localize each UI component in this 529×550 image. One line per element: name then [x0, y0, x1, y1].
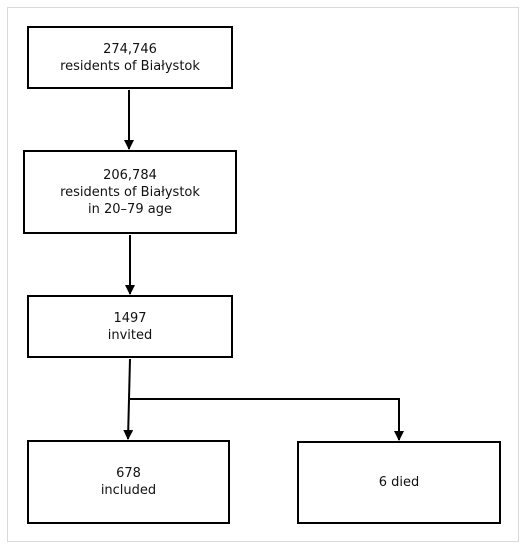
box-died: 6 died: [297, 441, 501, 524]
invited-count: 1497: [113, 310, 147, 326]
box-residents-age: 206,784 residents of Białystok in 20–79 …: [23, 150, 237, 234]
included-count: 678: [116, 466, 141, 481]
died-label: 6 died: [378, 475, 420, 490]
box-included: 678 included: [27, 440, 230, 524]
included-label: included: [100, 483, 157, 498]
arrow-invited-to-died: [129, 398, 404, 441]
residents-age-range: in 20–79 age: [88, 201, 172, 217]
residents-age-label: residents of Białystok: [60, 184, 200, 200]
invited-label: invited: [107, 327, 153, 343]
box-invited: 1497 invited: [27, 295, 233, 358]
residents-count: 274,746: [103, 41, 157, 57]
box-residents: 274,746 residents of Białystok: [27, 26, 233, 89]
residents-age-count: 206,784: [103, 167, 157, 183]
residents-label: residents of Białystok: [60, 58, 200, 74]
